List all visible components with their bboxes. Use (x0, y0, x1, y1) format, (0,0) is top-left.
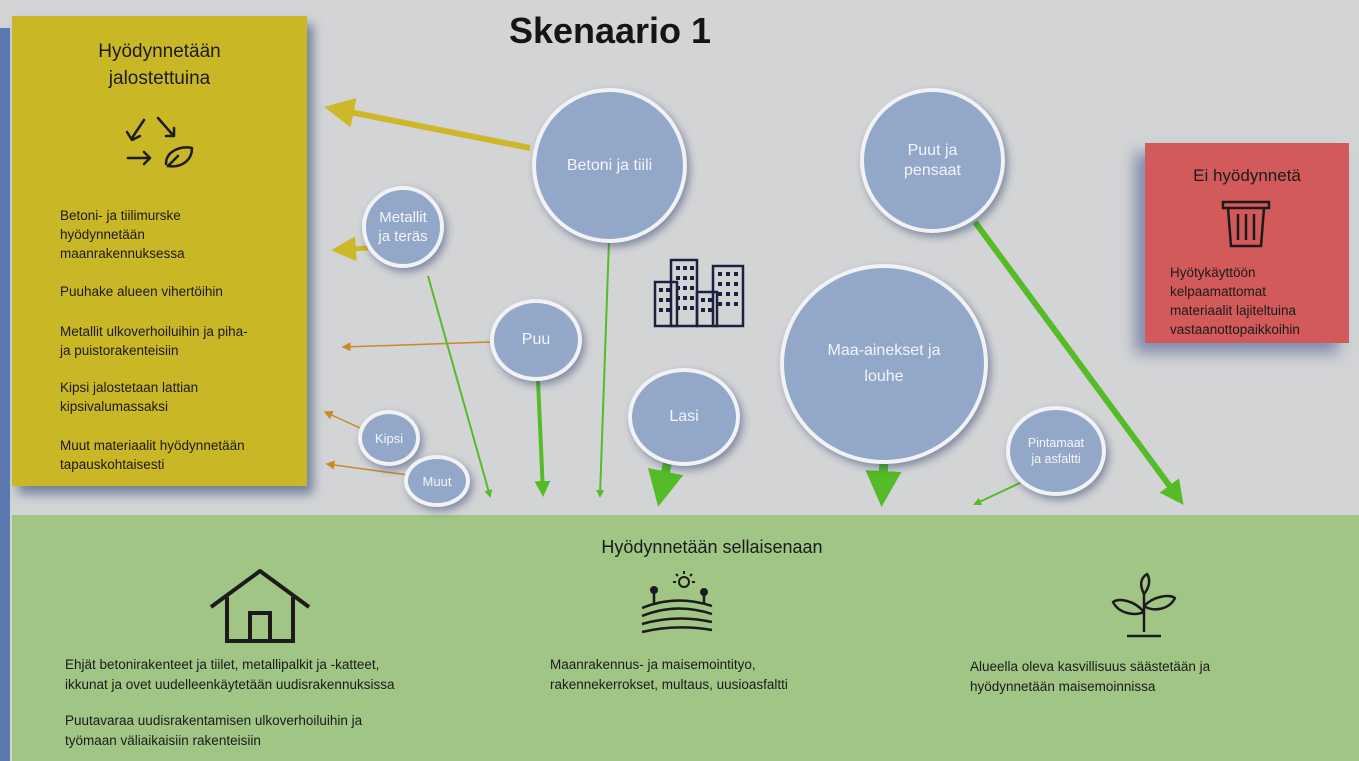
page-title: Skenaario 1 (508, 10, 712, 51)
left-edge-bar (0, 28, 10, 761)
house-icon (209, 569, 311, 643)
trash-bin-icon (1221, 200, 1271, 248)
arrow-metallit-asis (427, 275, 493, 498)
bubble-puu: Puu (490, 299, 582, 381)
refined-item-wood-chips: Puuhake alueen vihertöihin (60, 284, 223, 299)
arrow-maa-asis (865, 459, 902, 507)
plant-icon (1111, 572, 1177, 638)
reuse-text-structures: Ehjät betonirakenteet ja tiilet, metalli… (65, 657, 395, 692)
arrow-puut-asis (972, 220, 1184, 505)
bubble-muut: Muut (404, 455, 470, 507)
bubble-lasi: Lasi (628, 368, 740, 466)
reuse-as-is-heading: Hyödynnetään sellaisenaan (601, 537, 823, 557)
arrow-metallit-refined (331, 236, 369, 262)
arrow-puu-refined (341, 341, 491, 352)
arrow-pinta-asis (973, 481, 1023, 506)
reuse-as-is-panel: Hyödynnetään sellaisenaan Ehjät betonira… (12, 515, 1359, 761)
arrow-puu-asis (534, 379, 551, 497)
city-buildings-icon (653, 258, 745, 328)
arrow-lasi-asis (647, 459, 684, 507)
arrow-betoni-asis (596, 239, 610, 498)
bubble-kipsi: Kipsi (358, 410, 420, 466)
arrow-betoni-refined (324, 97, 531, 151)
arrow-kipsi-refined (323, 411, 361, 429)
reuse-text-earthworks: Maanrakennus- ja maisemointityo,rakennek… (550, 657, 788, 692)
reuse-text-vegetation: Alueella oleva kasvillisuus säästetään j… (970, 659, 1211, 694)
reuse-text-timber: Puutavaraa uudisrakentamisen ulkoverhoil… (65, 713, 363, 748)
refined-item-metals: Metallit ulkoverhoiluihin ja piha-ja pui… (60, 324, 248, 358)
not-used-heading: Ei hyödynnetä (1193, 166, 1301, 185)
bubble-betoni-ja-tiili: Betoni ja tiili (532, 88, 687, 243)
recycle-icon (125, 116, 194, 168)
field-sun-icon (641, 571, 713, 634)
arrow-muut-refined (325, 460, 409, 476)
